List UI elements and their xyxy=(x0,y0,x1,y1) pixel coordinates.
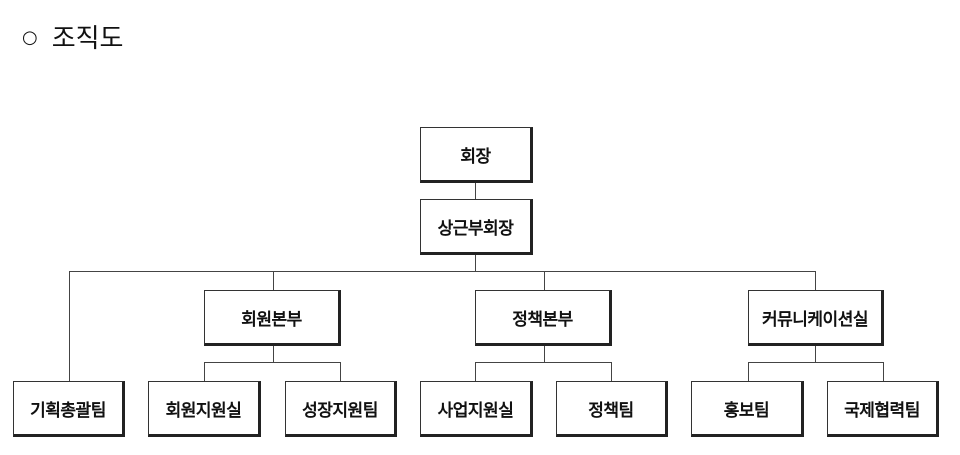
connector-line xyxy=(69,271,70,381)
node-chairman: 회장 xyxy=(420,127,533,183)
section-title-text: 조직도 xyxy=(51,24,124,54)
node-pr-team: 홍보팀 xyxy=(691,381,804,437)
node-policy-team: 정책팀 xyxy=(556,381,668,437)
connector-line xyxy=(475,182,476,200)
bullet-icon: ○ xyxy=(22,27,38,48)
section-title: ○ 조직도 xyxy=(22,18,123,55)
connector-line xyxy=(544,271,545,290)
node-policy-hq: 정책본부 xyxy=(475,290,612,346)
node-comm-office: 커뮤니케이션실 xyxy=(748,290,884,346)
connector-line xyxy=(340,362,341,381)
connector-line xyxy=(748,362,884,363)
connector-line xyxy=(611,362,612,381)
connector-line xyxy=(475,254,476,271)
connector-line xyxy=(273,345,274,362)
connector-line xyxy=(69,271,816,272)
connector-line xyxy=(204,362,341,363)
node-growth-support: 성장지원팀 xyxy=(285,381,397,437)
connector-line xyxy=(748,362,749,381)
node-planning-team: 기획총괄팀 xyxy=(13,381,125,437)
node-intl-team: 국제협력팀 xyxy=(827,381,939,437)
connector-line xyxy=(883,362,884,381)
connector-line xyxy=(815,345,816,362)
connector-line xyxy=(273,271,274,290)
node-member-support: 회원지원실 xyxy=(148,381,261,437)
node-vice-chairman: 상근부회장 xyxy=(420,199,533,255)
connector-line xyxy=(204,362,205,381)
connector-line xyxy=(475,362,476,381)
node-business-support: 사업지원실 xyxy=(420,381,533,437)
connector-line xyxy=(815,271,816,290)
connector-line xyxy=(544,345,545,362)
connector-line xyxy=(475,362,612,363)
node-member-hq: 회원본부 xyxy=(204,290,341,346)
